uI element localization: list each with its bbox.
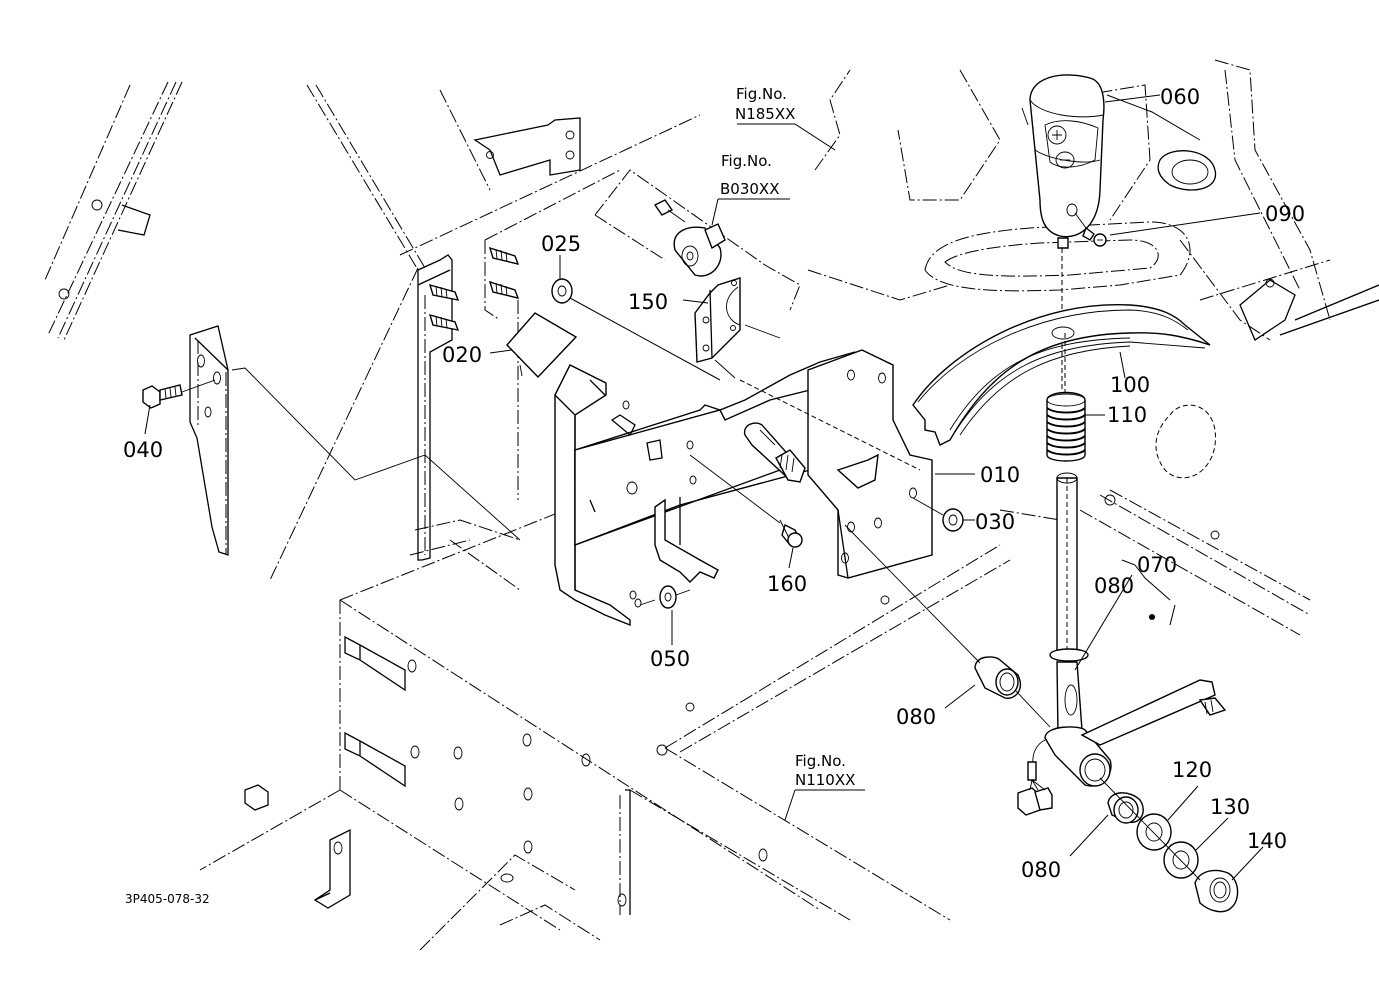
nut-025	[551, 278, 721, 381]
label-040: 040	[123, 438, 163, 462]
sensor-switch	[594, 169, 801, 311]
bolt-040	[142, 379, 216, 409]
label-110: 110	[1107, 403, 1147, 427]
fig-caption: Fig.No.	[795, 752, 846, 770]
rubber-pad-020	[506, 312, 578, 379]
label-130: 130	[1210, 795, 1250, 819]
label-080-callout: 080	[1094, 574, 1134, 598]
shift-knob-060	[1021, 74, 1105, 395]
bushing-080-lower	[1107, 792, 1144, 824]
shift-lever-070	[1017, 472, 1227, 816]
label-020: 020	[442, 343, 482, 367]
label-090: 090	[1265, 202, 1305, 226]
label-140: 140	[1247, 829, 1287, 853]
main-bracket-010	[554, 349, 933, 627]
fig-number: N110XX	[795, 771, 855, 789]
label-025: 025	[541, 232, 581, 256]
figure-ref-n110xx[interactable]: Fig.No. N110XX	[795, 752, 855, 789]
label-120: 120	[1172, 758, 1212, 782]
fig-caption: Fig.No.	[721, 152, 772, 170]
leader-lines	[144, 94, 1264, 881]
label-080-lower: 080	[1021, 858, 1061, 882]
nut-050	[639, 585, 691, 609]
label-030: 030	[975, 510, 1015, 534]
figure-ref-n185xx[interactable]: Fig.No. N185XX	[735, 85, 795, 123]
label-080-upper: 080	[896, 705, 936, 729]
label-060: 060	[1160, 85, 1200, 109]
fig-caption: Fig.No.	[736, 85, 787, 103]
label-070: 070	[1137, 553, 1177, 577]
label-050: 050	[650, 647, 690, 671]
part-labels: 060 090 025 150 020 040 100 110 010 030 …	[123, 85, 1305, 882]
bolt-160	[689, 454, 803, 548]
drawing-code: 3P405-078-32	[125, 892, 210, 906]
label-010: 010	[980, 463, 1020, 487]
figure-ref-b030xx[interactable]: Fig.No. B030XX	[720, 152, 779, 198]
studded-plate	[417, 240, 520, 561]
fig-number: N185XX	[735, 105, 795, 123]
left-side-bracket	[189, 325, 521, 556]
fig-number: B030XX	[720, 180, 779, 198]
label-160: 160	[767, 572, 807, 596]
label-100: 100	[1110, 373, 1150, 397]
screw-090	[1074, 212, 1107, 247]
washer-120	[1136, 813, 1172, 851]
nut-140	[1099, 777, 1239, 913]
figure-references: Fig.No. N185XX Fig.No. B030XX Fig.No. N1…	[720, 85, 855, 789]
bushing-080-upper	[844, 524, 1051, 728]
lever-guide-100	[912, 303, 1211, 446]
sensor-bracket-150	[694, 277, 781, 379]
spring-boot-110	[1046, 391, 1086, 462]
reference-outlines	[44, 59, 1379, 951]
label-150: 150	[628, 290, 668, 314]
